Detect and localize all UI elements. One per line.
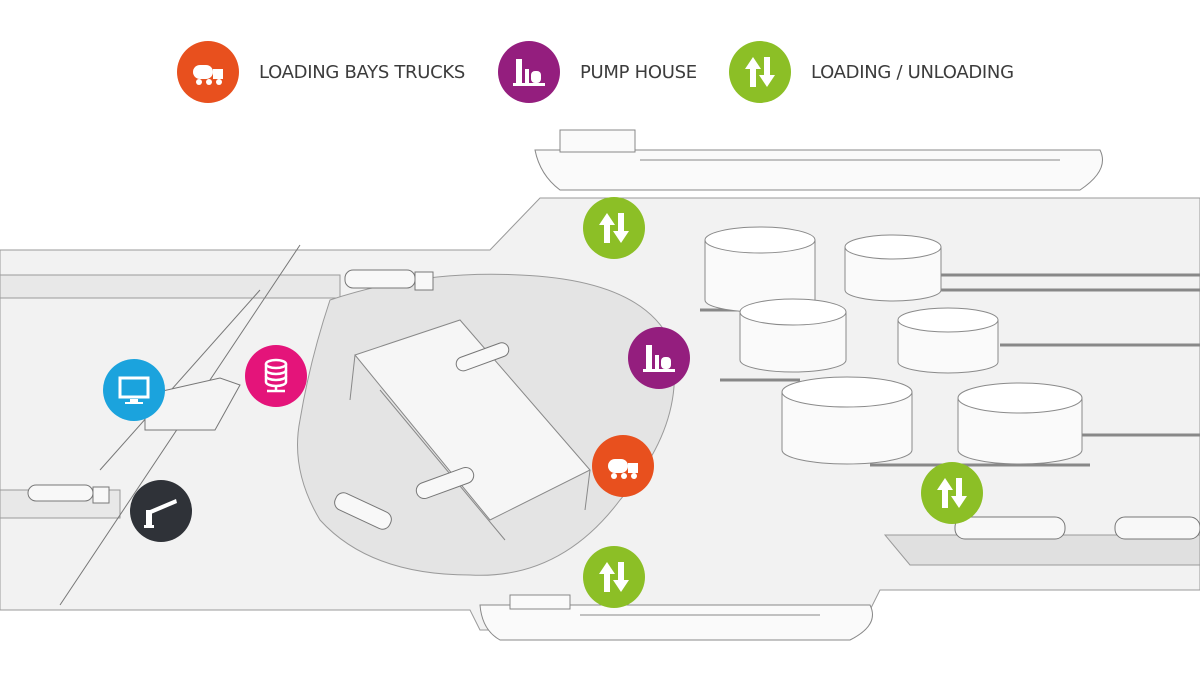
up-down-arrows-icon bbox=[599, 213, 629, 243]
pump-house-marker[interactable] bbox=[628, 327, 690, 389]
monitor-marker[interactable] bbox=[103, 359, 165, 421]
pump-house-icon bbox=[498, 41, 560, 103]
tanker-ship-large bbox=[534, 129, 1103, 191]
loading-unloading-marker-barge[interactable] bbox=[583, 546, 645, 608]
database-marker[interactable] bbox=[245, 345, 307, 407]
control-building bbox=[144, 377, 241, 431]
loading-bays-trucks-marker[interactable] bbox=[592, 435, 654, 497]
legend-loading-bays-trucks: LOADING BAYS TRUCKS bbox=[177, 41, 465, 103]
loading-unloading-marker-rail[interactable] bbox=[921, 462, 983, 524]
road bbox=[0, 274, 341, 299]
tanker-truck bbox=[334, 492, 392, 530]
legend-loading-unloading: LOADING / UNLOADING bbox=[729, 41, 1014, 103]
monitor-icon bbox=[118, 376, 150, 404]
storage-tank bbox=[704, 226, 816, 313]
legend-label: LOADING / UNLOADING bbox=[811, 61, 1014, 83]
tanker-truck-icon bbox=[177, 41, 239, 103]
fence bbox=[99, 289, 261, 471]
legend-pump-house: PUMP HOUSE bbox=[498, 41, 697, 103]
up-down-arrows-icon bbox=[937, 478, 967, 508]
rail-platform bbox=[883, 534, 1200, 566]
tanker-truck-icon bbox=[608, 459, 638, 479]
loading-bay-canopy bbox=[349, 319, 591, 541]
tanker-trucks bbox=[27, 269, 510, 530]
storage-tank bbox=[844, 234, 942, 302]
legend-label: PUMP HOUSE bbox=[580, 61, 697, 83]
storage-tanks bbox=[704, 226, 1083, 465]
tanker-truck bbox=[27, 484, 110, 504]
tanker-truck bbox=[344, 269, 434, 291]
tanker-truck bbox=[455, 342, 510, 372]
tanker-ship-small bbox=[479, 594, 873, 641]
storage-tank bbox=[739, 298, 847, 373]
barrier-gate-icon bbox=[144, 499, 177, 528]
pump-house-icon bbox=[643, 345, 675, 372]
database-icon bbox=[264, 358, 288, 393]
storage-tank bbox=[957, 382, 1083, 465]
legend-label: LOADING BAYS TRUCKS bbox=[259, 61, 466, 83]
up-down-arrows-icon bbox=[729, 41, 791, 103]
storage-tank bbox=[781, 376, 913, 465]
storage-tank bbox=[897, 307, 999, 374]
tanker-truck bbox=[415, 466, 475, 500]
barrier-gate-marker[interactable] bbox=[130, 480, 192, 542]
loading-unloading-marker-ship[interactable] bbox=[583, 197, 645, 259]
up-down-arrows-icon bbox=[599, 562, 629, 592]
rail-cars bbox=[954, 516, 1200, 540]
